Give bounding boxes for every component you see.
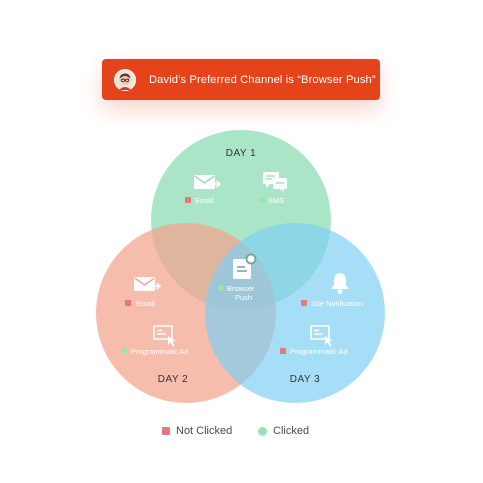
banner-text: David’s Preferred Channel is “Browser Pu… [149,73,376,86]
not-clicked-swatch [162,427,170,435]
day-2-label: DAY 2 [158,374,188,385]
clicked-swatch [258,426,267,436]
not-clicked-marker [185,197,191,203]
item-programmatic-ad-day2: Programmatic Ad [131,347,189,356]
item-email-day2: Email [136,299,155,308]
person-avatar-icon [114,68,136,91]
item-sms: SMS [268,196,284,205]
item-programmatic-ad-day3: Programmatic Ad [290,347,348,356]
item-site-notification: Site Notification [311,299,363,308]
legend-clicked: Clicked [258,425,309,437]
not-clicked-marker [125,300,131,306]
clicked-marker [259,197,265,203]
preferred-channel-banner: David’s Preferred Channel is “Browser Pu… [102,59,380,100]
item-browser-push-line2: Push [235,293,252,302]
clicked-marker [218,285,224,291]
clicked-marker [122,348,128,354]
legend-not-clicked: Not Clicked [162,425,232,437]
legend-clicked-label: Clicked [273,425,310,437]
item-browser-push-line1: Browser [227,284,255,293]
not-clicked-marker [301,300,307,306]
day-1-label: DAY 1 [226,148,256,159]
not-clicked-marker [280,348,286,354]
legend-not-clicked-label: Not Clicked [176,425,233,437]
item-email-day1: Email [195,196,214,205]
day-3-label: DAY 3 [290,374,320,385]
